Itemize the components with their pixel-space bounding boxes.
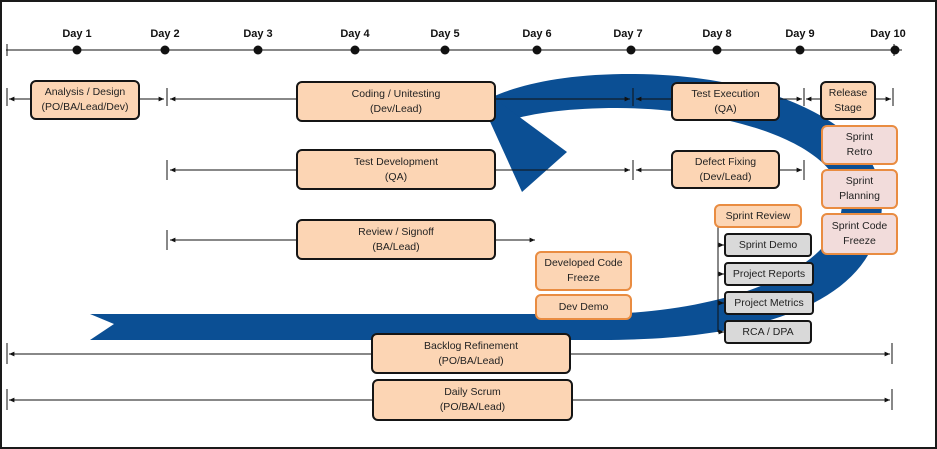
day-label-10: Day 10	[870, 28, 906, 40]
box-line: Test Development	[353, 155, 439, 168]
day-label-5: Day 5	[430, 28, 460, 40]
box-line: Daily Scrum	[444, 386, 501, 398]
box-line: Project Metrics	[734, 296, 804, 309]
sprint-demo-box: Sprint Demo	[724, 233, 812, 257]
box-line: (Dev/Lead)	[699, 170, 752, 183]
box-line: Sprint	[845, 175, 874, 187]
project-metrics-box: Project Metrics	[724, 291, 814, 315]
sprint-retro-box: Sprint Retro	[821, 125, 898, 165]
box-line: RCA / DPA	[742, 325, 794, 338]
box-line: Project Reports	[732, 267, 806, 280]
day-label-3: Day 3	[243, 28, 273, 40]
sprint-planning-box: Sprint Planning	[821, 169, 898, 209]
box-line: Freeze	[843, 235, 876, 247]
box-line: Review / Signoff	[358, 225, 434, 238]
box-line: Sprint Code	[831, 220, 888, 232]
backlog-refinement-box: Backlog Refinement (PO/BA/Lead)	[371, 333, 571, 374]
box-line: (PO/BA/Lead/Dev)	[41, 101, 129, 113]
defect-fixing-box: Defect Fixing (Dev/Lead)	[671, 150, 780, 189]
test-development-box: Test Development (QA)	[296, 149, 496, 190]
box-line: (PO/BA/Lead)	[438, 354, 504, 367]
day-label-9: Day 9	[785, 28, 815, 40]
box-line: Coding / Unitesting	[351, 87, 441, 100]
box-line: Sprint Demo	[738, 238, 798, 251]
box-line: Sprint Review	[725, 209, 791, 222]
box-line: Sprint	[845, 131, 874, 143]
day-5-marker	[440, 45, 450, 55]
box-line: Test Execution	[691, 87, 760, 100]
box-line: Planning	[839, 190, 880, 202]
box-line: (QA)	[714, 102, 737, 115]
developed-code-freeze-box: Developed Code Freeze	[535, 251, 632, 291]
box-line: (Dev/Lead)	[370, 102, 422, 115]
day-7-marker	[626, 45, 636, 55]
day-label-8: Day 8	[702, 28, 732, 40]
box-line: Retro	[846, 146, 873, 158]
box-line: Backlog Refinement	[424, 339, 518, 352]
day-2-marker	[160, 45, 170, 55]
day-3-marker	[253, 45, 263, 55]
day-label-4: Day 4	[340, 28, 370, 40]
day-10-marker	[890, 45, 900, 55]
day-label-6: Day 6	[522, 28, 552, 40]
sprint-code-freeze-box: Sprint Code Freeze	[821, 213, 898, 255]
day-label-2: Day 2	[150, 28, 180, 40]
day-4-marker	[350, 45, 360, 55]
day-1-marker	[72, 45, 82, 55]
day-timeline	[6, 44, 902, 56]
review-signoff-box: Review / Signoff (BA/Lead)	[296, 219, 496, 260]
box-line: (PO/BA/Lead)	[439, 401, 506, 413]
box-line: Developed Code	[544, 257, 623, 269]
dev-demo-box: Dev Demo	[535, 294, 632, 320]
box-line: (BA/Lead)	[372, 240, 420, 253]
test-execution-box: Test Execution (QA)	[671, 82, 780, 121]
daily-scrum-box: Daily Scrum (PO/BA/Lead)	[372, 379, 573, 421]
box-line: Release	[828, 86, 868, 99]
day-label-7: Day 7	[613, 28, 643, 40]
rca-dpa-box: RCA / DPA	[724, 320, 812, 344]
day-9-marker	[795, 45, 805, 55]
project-reports-box: Project Reports	[724, 262, 814, 286]
day-label-1: Day 1	[62, 28, 92, 40]
box-line: Defect Fixing	[694, 155, 757, 168]
analysis-design-box: Analysis / Design (PO/BA/Lead/Dev)	[30, 80, 140, 120]
box-line: Analysis / Design	[44, 86, 126, 98]
sprint-review-box: Sprint Review	[714, 204, 802, 228]
day-6-marker	[532, 45, 542, 55]
box-line: Freeze	[567, 272, 600, 284]
box-line: Stage	[834, 101, 862, 114]
coding-unittesting-box: Coding / Unitesting (Dev/Lead)	[296, 81, 496, 122]
release-stage-box: Release Stage	[820, 81, 876, 120]
box-line: Dev Demo	[558, 300, 609, 313]
box-line: (QA)	[384, 170, 408, 183]
day-8-marker	[712, 45, 722, 55]
